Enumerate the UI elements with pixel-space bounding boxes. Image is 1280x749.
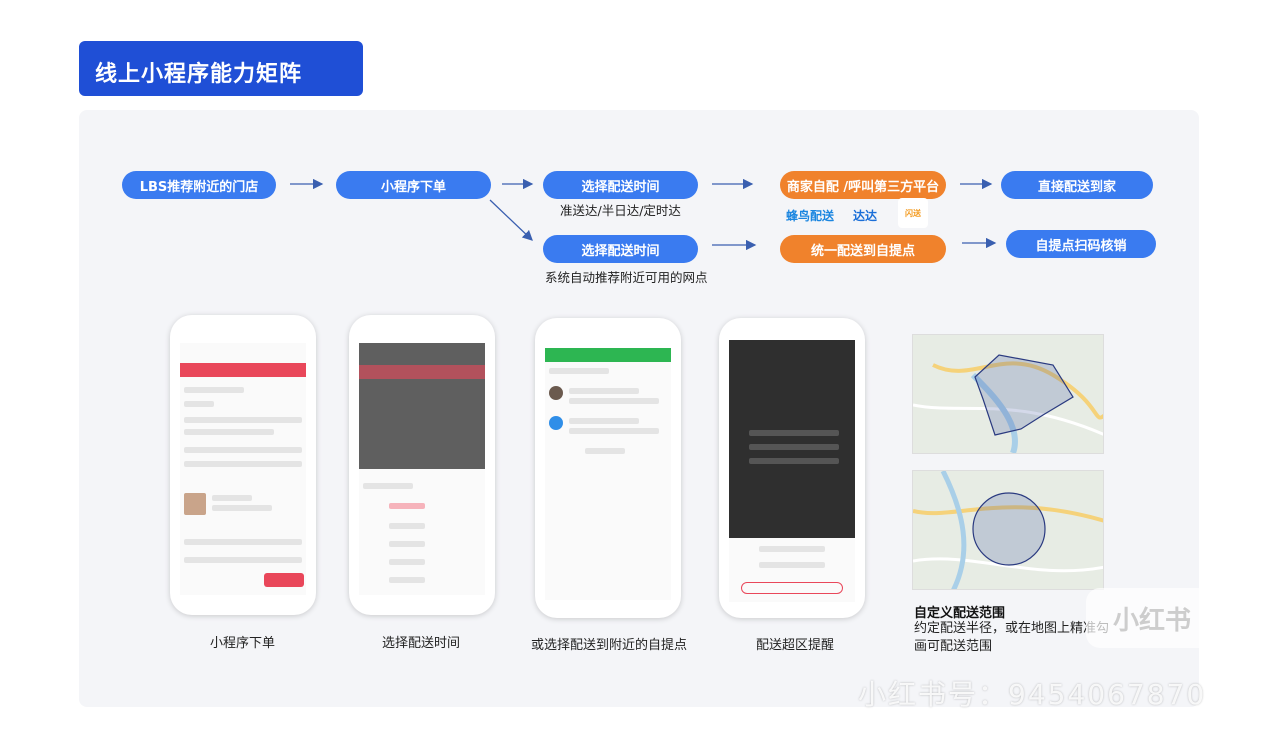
flow-branch-a-action: 商家自配 /呼叫第三方平台 <box>780 171 946 199</box>
flow-branch-b-result: 自提点扫码核销 <box>1006 230 1156 258</box>
pickup-point-icon <box>549 416 563 430</box>
watermark-logo: 小红书 <box>1086 588 1218 648</box>
flow-branch-b-label: 选择配送时间 <box>543 235 698 263</box>
phone-range-screen <box>729 340 855 602</box>
phone-pickup-screen <box>545 348 671 600</box>
phone-out-of-range <box>719 318 865 618</box>
pickup-header <box>545 348 671 362</box>
flow-step-order: 小程序下单 <box>336 171 491 199</box>
product-image <box>184 493 206 515</box>
caption-out-of-range: 配送超区提醒 <box>756 638 835 653</box>
logo-fengniao: 蜂鸟配送 <box>786 208 835 223</box>
caption-order: 小程序下单 <box>210 636 276 651</box>
phone-pickup <box>535 318 681 618</box>
custom-range-title: 自定义配送范围 <box>914 606 1006 621</box>
phone-time-screen <box>359 343 485 595</box>
dim-overlay <box>359 343 485 469</box>
flow-branch-a-result: 直接配送到家 <box>1001 171 1153 199</box>
caption-pickup: 或选择配送到附近的自提点 <box>531 638 688 653</box>
custom-range-description: 约定配送半径，或在地图上精准勾画可配送范围 <box>914 621 1110 654</box>
flow-branch-a-note: 准送达/半日达/定时达 <box>560 203 681 218</box>
logo-dada: 达达 <box>852 208 877 223</box>
phone-time <box>349 315 495 615</box>
phone-order <box>170 315 316 615</box>
title-banner: 线上小程序能力矩阵 <box>79 41 363 96</box>
map-polygon <box>912 334 1104 454</box>
edit-address-button <box>741 582 843 594</box>
submit-order-button <box>264 573 304 587</box>
logo-shansong: 闪送 <box>898 198 928 228</box>
delivery-polygon <box>974 354 1074 436</box>
flow-step-lbs: LBS推荐附近的门店 <box>122 171 276 199</box>
flow-branch-b-note: 系统自动推荐附近可用的网点 <box>545 270 708 285</box>
avatar <box>549 386 563 400</box>
tab-bar <box>180 363 306 377</box>
caption-time: 选择配送时间 <box>382 636 461 651</box>
page-title: 线上小程序能力矩阵 <box>95 62 303 87</box>
map-radius <box>912 470 1104 590</box>
watermark-text: 小红书号：9454067870 <box>858 678 1207 711</box>
delivery-radius-circle <box>972 492 1046 566</box>
flow-branch-a-label: 选择配送时间 <box>543 171 698 199</box>
phone-order-screen <box>180 343 306 595</box>
flow-branch-b-action: 统一配送到自提点 <box>780 235 946 263</box>
